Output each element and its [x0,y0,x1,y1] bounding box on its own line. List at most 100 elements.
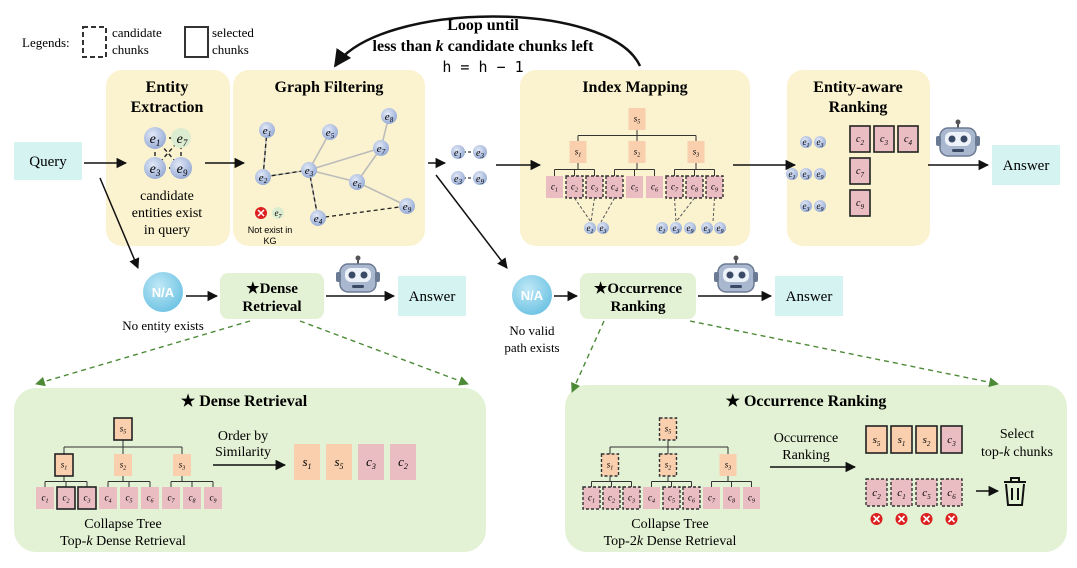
entity-e9 [714,222,726,234]
index-mapping-title: Index Mapping [582,79,687,96]
node-label: c5 [668,493,675,505]
node-label: c6 [147,493,154,505]
chunk-c9 [204,487,222,509]
trash-icon [1004,477,1026,506]
node-label: s2 [634,147,641,159]
node-label: c2 [63,493,70,505]
entity-extraction-title1: Entity [146,79,189,96]
node-label: c5 [631,182,638,194]
svg-text:e3: e3 [305,165,314,178]
node-label: e3 [600,223,607,235]
node-label: e3 [673,223,680,235]
robot-icon [936,119,980,157]
svg-text:e1: e1 [454,148,462,160]
entity-e3 [814,136,826,148]
robot-icon [714,255,758,293]
node-label: c6 [651,182,658,194]
entity-e3 [701,222,713,234]
graph-paths [262,129,408,219]
node-label: c6 [947,487,956,501]
chunk-c1 [546,176,563,198]
node-label: c3 [591,182,598,194]
svg-text:e8: e8 [385,111,394,124]
chunk-s5 [628,108,646,130]
chunk-c4 [99,487,117,509]
chunk-s1 [569,141,587,163]
entity-e9 [814,168,826,180]
entity-e9 [684,222,696,234]
dense-caption1: Collapse Tree [84,517,161,532]
query-label: Query [29,154,67,170]
chunk-c9 [849,189,871,217]
node-label: c9 [748,493,755,505]
chunk-s1 [294,444,320,480]
dense-small-line1: ★Dense [246,281,298,297]
legend-candidate-line1: candidate [112,25,162,40]
answer-label-top: Answer [1003,158,1050,174]
svg-text:e9: e9 [177,162,188,178]
path-entities: e1 e3 e3 e9 [451,145,487,186]
legend-prefix: Legends: [22,35,70,50]
chunk-s5 [113,417,133,441]
robot-icon [336,255,380,293]
mapping-link [600,197,615,223]
svg-text:e5: e5 [326,127,335,140]
node-label: c7 [708,493,716,505]
node-label: s5 [665,424,672,436]
chunk-s3 [687,141,705,163]
node-label: s5 [873,434,881,448]
node-label: c8 [728,493,735,505]
answer-box-top [992,145,1060,185]
chunk-c5 [626,176,643,198]
chunk-c9 [743,487,760,509]
node-label: e9 [817,201,824,213]
legend-selected-line2: chunks [212,42,249,57]
chunk-c8 [183,487,201,509]
node-label: c4 [611,182,618,194]
na-no-entity: N/A [143,272,183,312]
entity-e3 [670,222,682,234]
graph-filtering-title: Graph Filtering [275,79,384,96]
answer-label-dense: Answer [409,289,456,305]
chunk-c6 [141,487,159,509]
entity-e1 [584,222,596,234]
occ-small-line2: Ranking [610,299,666,315]
chunk-s5 [326,444,352,480]
chunk-s2 [658,453,678,477]
node-label: c7 [168,493,176,505]
chunk-c2 [602,486,621,510]
chunk-c1 [582,486,601,510]
node-label: c9 [856,198,864,211]
occurrence-ranking-box [580,273,696,319]
node-label: c5 [126,493,133,505]
node-label: c4 [904,134,912,147]
chunk-c2 [390,444,416,480]
node-label: s2 [665,460,672,472]
node-label: c3 [84,493,91,505]
node-label: e9 [687,223,694,235]
node-label: c9 [711,182,718,194]
svg-text:e3: e3 [476,148,484,160]
chunk-s1 [54,453,74,477]
entity-e3 [800,200,812,212]
node-label: s3 [725,460,732,472]
chunk-s3 [719,454,737,476]
graph-filtering-panel [233,70,425,246]
svg-text:e1: e1 [150,132,161,148]
chunk-c2 [849,125,871,153]
node-label: s5 [120,424,127,436]
entity-extraction-title2: Extraction [131,99,204,116]
chunk-c7 [703,487,720,509]
rank-label2: Ranking [782,448,829,463]
entity-node-e9 [170,157,192,179]
mapping-link [674,197,677,223]
chunk-s2 [628,141,646,163]
node-label: c2 [872,487,881,501]
node-label: c5 [922,487,931,501]
chunk-s5 [658,417,678,441]
entity-e1 [656,222,668,234]
entity-caption1: candidate [140,189,194,204]
legend: Legends: candidate chunks selected chunk… [22,25,254,58]
